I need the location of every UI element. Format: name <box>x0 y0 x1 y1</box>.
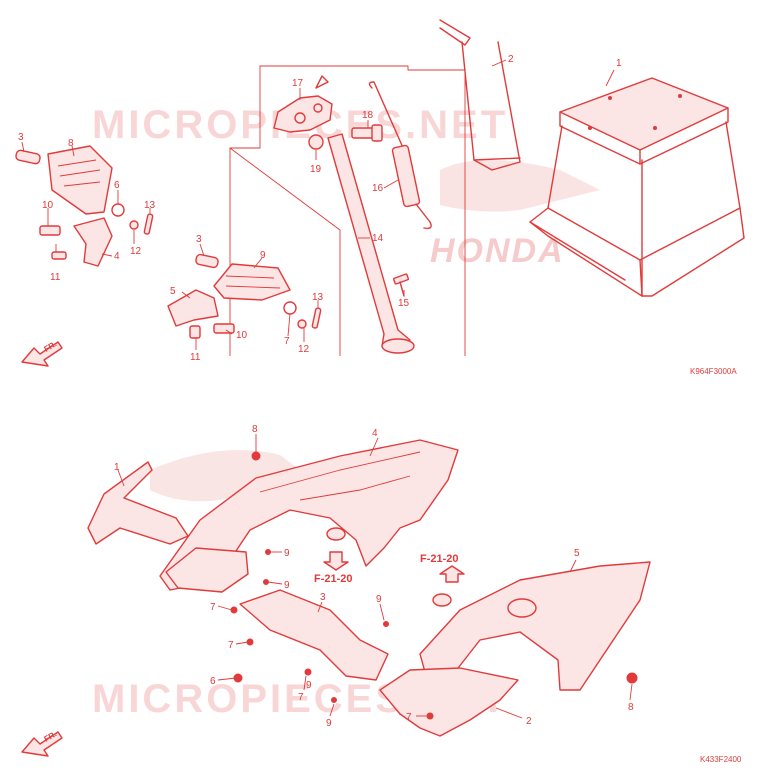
callout-17: 17 <box>292 78 304 89</box>
wing-logo-bottom <box>150 450 300 502</box>
part-cotter-pin-13b <box>311 307 322 329</box>
callout-b4: 4 <box>372 428 378 439</box>
part-spring-7 <box>283 301 297 315</box>
diagram-code-top: K964F3000A <box>690 367 737 376</box>
callouts-bottom: 1 2 3 4 5 6 7 7 7 7 8 8 9 9 9 9 9 K433F2… <box>114 424 742 764</box>
callout-2: 2 <box>508 54 514 65</box>
arrow-icon-bottom <box>21 731 63 757</box>
footpeg-right-group <box>167 253 322 339</box>
callout-b3: 3 <box>320 592 326 603</box>
part-spring-16 <box>368 81 432 230</box>
callout-3b: 3 <box>196 234 202 245</box>
part-handle-2 <box>439 19 521 171</box>
ref-label-left: F-21-20 <box>314 573 353 585</box>
part-bracket-5 <box>167 289 219 327</box>
callout-10b: 10 <box>236 330 248 341</box>
part-cotter-pin-13 <box>143 213 154 235</box>
callout-10: 10 <box>42 200 54 211</box>
callout-b9b: 9 <box>284 580 290 591</box>
diagram-code-bottom: K433F2400 <box>700 755 742 764</box>
wing-logo-top <box>440 160 600 212</box>
callout-12: 12 <box>130 246 142 257</box>
callout-4: 4 <box>114 251 120 262</box>
callout-1: 1 <box>616 58 622 69</box>
callout-14: 14 <box>372 233 384 244</box>
callout-b9c: 9 <box>376 594 382 605</box>
part-bracket-4 <box>73 217 113 267</box>
part-bracket-17 <box>273 75 333 133</box>
part-washer-12 <box>129 220 139 230</box>
callout-b8b: 8 <box>628 702 634 713</box>
part-spring-6 <box>111 203 125 217</box>
part-sidestand-14 <box>327 133 415 354</box>
front-arrow-top: FR. <box>21 339 63 367</box>
grommet-right <box>432 593 452 607</box>
part-bolt-11 <box>51 251 67 260</box>
callout-18: 18 <box>362 110 374 121</box>
callout-3: 3 <box>18 132 24 143</box>
callouts-top: 1 2 3 4 5 6 7 8 9 10 11 12 13 14 15 16 1… <box>18 54 737 376</box>
part-bolt-15 <box>392 273 410 297</box>
leader-lines-top <box>21 59 615 350</box>
callout-15: 15 <box>398 298 410 309</box>
callout-13: 13 <box>144 200 156 211</box>
callout-11: 11 <box>50 272 61 283</box>
part-under-cover-3 <box>239 589 389 681</box>
cowl-vent-hole <box>507 598 537 618</box>
part-footpeg-9 <box>213 263 291 301</box>
callout-b8a: 8 <box>252 424 258 435</box>
callout-b7a: 7 <box>210 602 216 613</box>
callout-19: 19 <box>310 164 322 175</box>
part-lower-piece-2 <box>379 667 519 737</box>
callout-b2: 2 <box>526 716 532 727</box>
part-bolt-18 <box>351 124 383 142</box>
sidestand-group-border <box>229 65 466 356</box>
callout-12b: 12 <box>298 344 310 355</box>
top-diagram: FR. <box>15 19 745 376</box>
sidestand-group-divider <box>229 147 341 356</box>
ref-arrow-up-icon <box>439 565 465 583</box>
part-footpeg-8 <box>47 145 113 215</box>
part-cowl-lower-4 <box>165 547 249 593</box>
part-bolt-11b <box>189 325 201 339</box>
front-arrow-bottom: FR. <box>21 729 63 757</box>
callout-b9e: 9 <box>306 680 312 691</box>
callout-8: 8 <box>68 138 74 149</box>
part-washer-12b <box>297 319 307 329</box>
callout-11b: 11 <box>190 352 201 363</box>
ref-label-right: F-21-20 <box>420 553 459 565</box>
callout-b6: 6 <box>210 676 216 687</box>
part-stand-1 <box>529 77 745 297</box>
callout-b7c: 7 <box>298 692 304 703</box>
callout-9: 9 <box>260 250 266 261</box>
part-side-cowl-5 <box>419 561 651 691</box>
part-pin-3 <box>15 149 41 165</box>
bottom-diagram: F-21-20 F-21-20 FR. <box>21 424 742 764</box>
callout-b5: 5 <box>574 548 580 559</box>
part-bolt-10b <box>213 323 235 334</box>
callout-16: 16 <box>372 183 384 194</box>
callout-6: 6 <box>114 180 120 191</box>
grommet-left <box>326 527 346 541</box>
part-nut-19 <box>308 134 324 150</box>
part-cowl-1 <box>87 461 189 545</box>
callout-5: 5 <box>170 286 176 297</box>
brand-logo-top: HONDA <box>430 232 565 270</box>
ref-arrow-down-icon <box>323 551 349 571</box>
part-pin-3b <box>195 253 219 269</box>
part-bolt-10 <box>39 225 61 236</box>
leader-lines-bottom <box>117 434 633 719</box>
arrow-icon <box>21 341 63 367</box>
callout-13b: 13 <box>312 292 324 303</box>
callout-b7b: 7 <box>228 640 234 651</box>
callout-b9d: 9 <box>326 718 332 729</box>
callout-b1: 1 <box>114 462 120 473</box>
fasteners-bottom <box>230 451 638 720</box>
callout-b7d: 7 <box>406 712 412 723</box>
callout-7: 7 <box>284 336 290 347</box>
callout-b9a: 9 <box>284 548 290 559</box>
